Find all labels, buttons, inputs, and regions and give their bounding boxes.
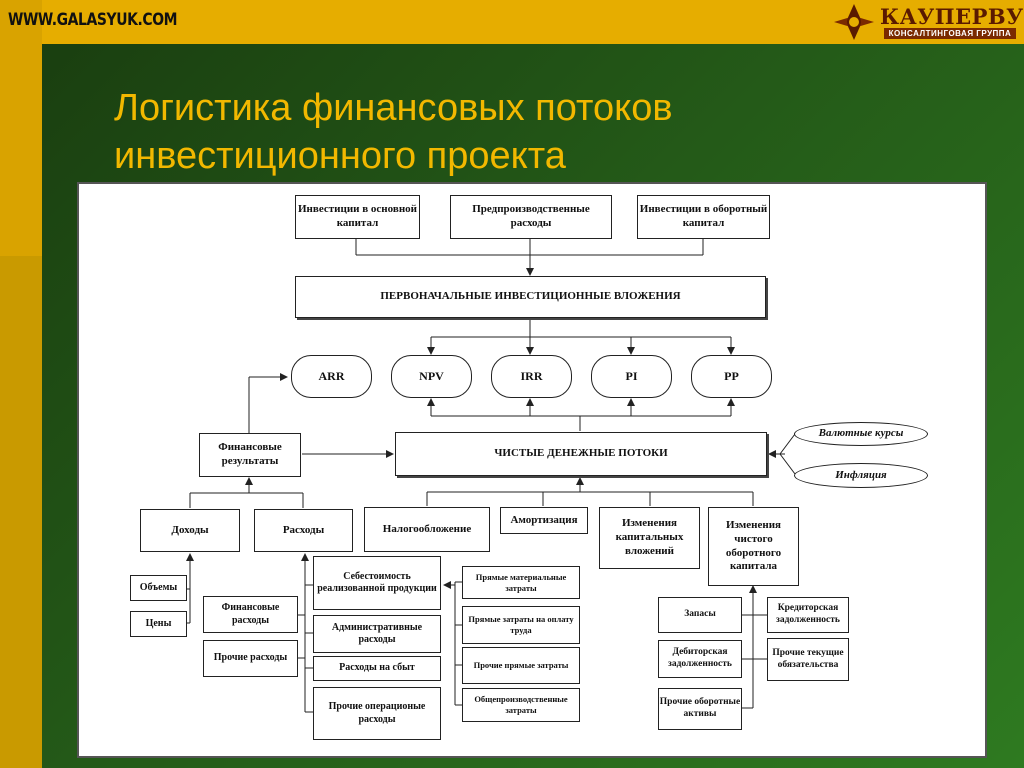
- other-direct-box: Прочие прямые затраты: [462, 647, 580, 684]
- metric-npv: NPV: [391, 355, 472, 398]
- depreciation-box: Амортизация: [500, 507, 588, 534]
- net-cash-flows-box: ЧИСТЫЕ ДЕНЕЖНЫЕ ПОТОКИ: [395, 432, 767, 476]
- working-capital-box: Инвестиции в оборотный капитал: [637, 195, 770, 239]
- preproduction-box: Предпроизводственные расходы: [450, 195, 612, 239]
- logo-emblem-icon: [834, 4, 874, 40]
- logo-subtitle: КОНСАЛТИНГОВАЯ ГРУППА: [884, 28, 1016, 39]
- metric-arr: ARR: [291, 355, 372, 398]
- admin-expenses-box: Административные расходы: [313, 615, 441, 653]
- title-line-1: Логистика финансовых потоков: [114, 87, 673, 129]
- expenses-box: Расходы: [254, 509, 353, 552]
- logo-name: КАУПЕРВУД: [880, 4, 1024, 29]
- metric-irr: IRR: [491, 355, 572, 398]
- cogs-box: Себестоимость реализованной продукции: [313, 556, 441, 610]
- other-expenses-box: Прочие расходы: [203, 640, 298, 677]
- currency-rates-oval: Валютные курсы: [794, 422, 928, 446]
- sales-expenses-box: Расходы на сбыт: [313, 656, 441, 681]
- payables-box: Кредиторская задолженность: [767, 597, 849, 633]
- nwc-change-box: Изменения чистого оборотного капитала: [708, 507, 799, 586]
- income-box: Доходы: [140, 509, 240, 552]
- volumes-box: Объемы: [130, 575, 187, 601]
- fixed-capital-box: Инвестиции в основной капитал: [295, 195, 420, 239]
- left-band-lower: [0, 256, 42, 768]
- taxation-box: Налогообложение: [364, 507, 490, 552]
- metric-pi: PI: [591, 355, 672, 398]
- inflation-oval: Инфляция: [794, 463, 928, 488]
- capex-change-box: Изменения капитальных вложений: [599, 507, 700, 569]
- direct-labor-box: Прямые затраты на оплату труда: [462, 606, 580, 644]
- inventory-box: Запасы: [658, 597, 742, 633]
- other-liabilities-box: Прочие текущие обязательства: [767, 638, 849, 681]
- other-current-assets-box: Прочие оборотные активы: [658, 688, 742, 730]
- title-line-2: инвестиционного проекта: [114, 135, 566, 177]
- overhead-box: Общепроизводственные затраты: [462, 688, 580, 722]
- site-url[interactable]: WWW.GALASYUK.COM: [8, 10, 178, 30]
- metric-pp: PP: [691, 355, 772, 398]
- other-operating-box: Прочие операционые расходы: [313, 687, 441, 740]
- financial-expenses-box: Финансовые расходы: [203, 596, 298, 633]
- prices-box: Цены: [130, 611, 187, 637]
- page-title: Логистика финансовых потоков инвестицион…: [114, 84, 673, 180]
- receivables-box: Дебиторская задолженность: [658, 640, 742, 678]
- direct-material-box: Прямые материальные затраты: [462, 566, 580, 599]
- financial-results-box: Финансовые результаты: [199, 433, 301, 477]
- initial-investments-box: ПЕРВОНАЧАЛЬНЫЕ ИНВЕСТИЦИОННЫЕ ВЛОЖЕНИЯ: [295, 276, 766, 318]
